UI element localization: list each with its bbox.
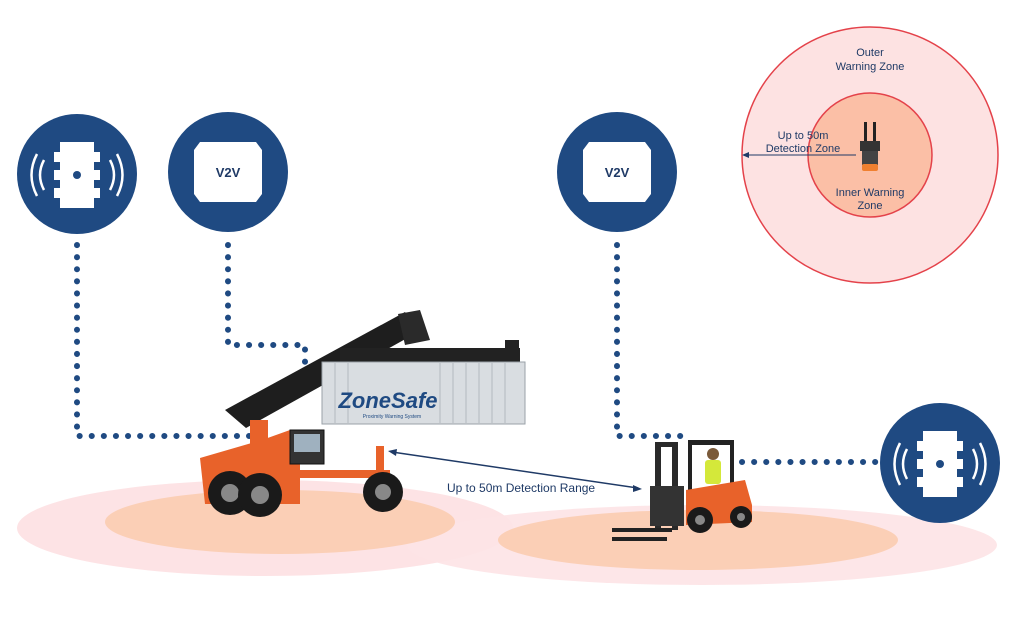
detection-range-arrow: [388, 449, 642, 492]
outer-zone-label-line1: Outer: [856, 47, 884, 59]
forklift-top-view-icon: [860, 122, 880, 171]
detection-range-arrow-small: [742, 152, 856, 158]
right-v2v-connection: [614, 242, 693, 439]
left-tag-connection: [74, 242, 255, 439]
v2v-label-right: V2V: [605, 165, 630, 180]
container-brand-logo: ZoneSafe: [337, 388, 437, 413]
left-v2v-connection: [225, 242, 308, 383]
v2v-label-left: V2V: [216, 165, 241, 180]
container-tagline: Proximity Warning System: [363, 414, 421, 420]
inner-zone-label-line2: Zone: [857, 200, 882, 212]
v2v-icon-left: V2V: [168, 112, 288, 232]
proximity-tag-icon-left: [17, 114, 137, 234]
ground-zones: [17, 480, 997, 585]
connection-lines: [74, 242, 881, 465]
proximity-tag-icon-right: [880, 403, 1000, 523]
detection-range-label: Up to 50m Detection Range: [447, 481, 595, 495]
reach-stacker-vehicle: ZoneSafe Proximity Warning System: [200, 310, 526, 517]
detection-zone-label-line2: Detection Zone: [766, 143, 841, 155]
shipping-container: ZoneSafe Proximity Warning System: [321, 361, 526, 425]
forklift-vehicle: [612, 440, 752, 541]
inner-zone-label-line1: Inner Warning: [836, 187, 905, 199]
forklift-inner-ground-zone: [498, 510, 898, 570]
v2v-icon-right: V2V: [557, 112, 677, 232]
detection-zone-label-line1: Up to 50m: [778, 130, 829, 142]
reach-stacker-inner-ground-zone: [105, 490, 455, 554]
zone-diagram: Outer Warning Zone Inner Warning Zone Up…: [741, 26, 999, 284]
outer-zone-label-line2: Warning Zone: [836, 61, 905, 73]
